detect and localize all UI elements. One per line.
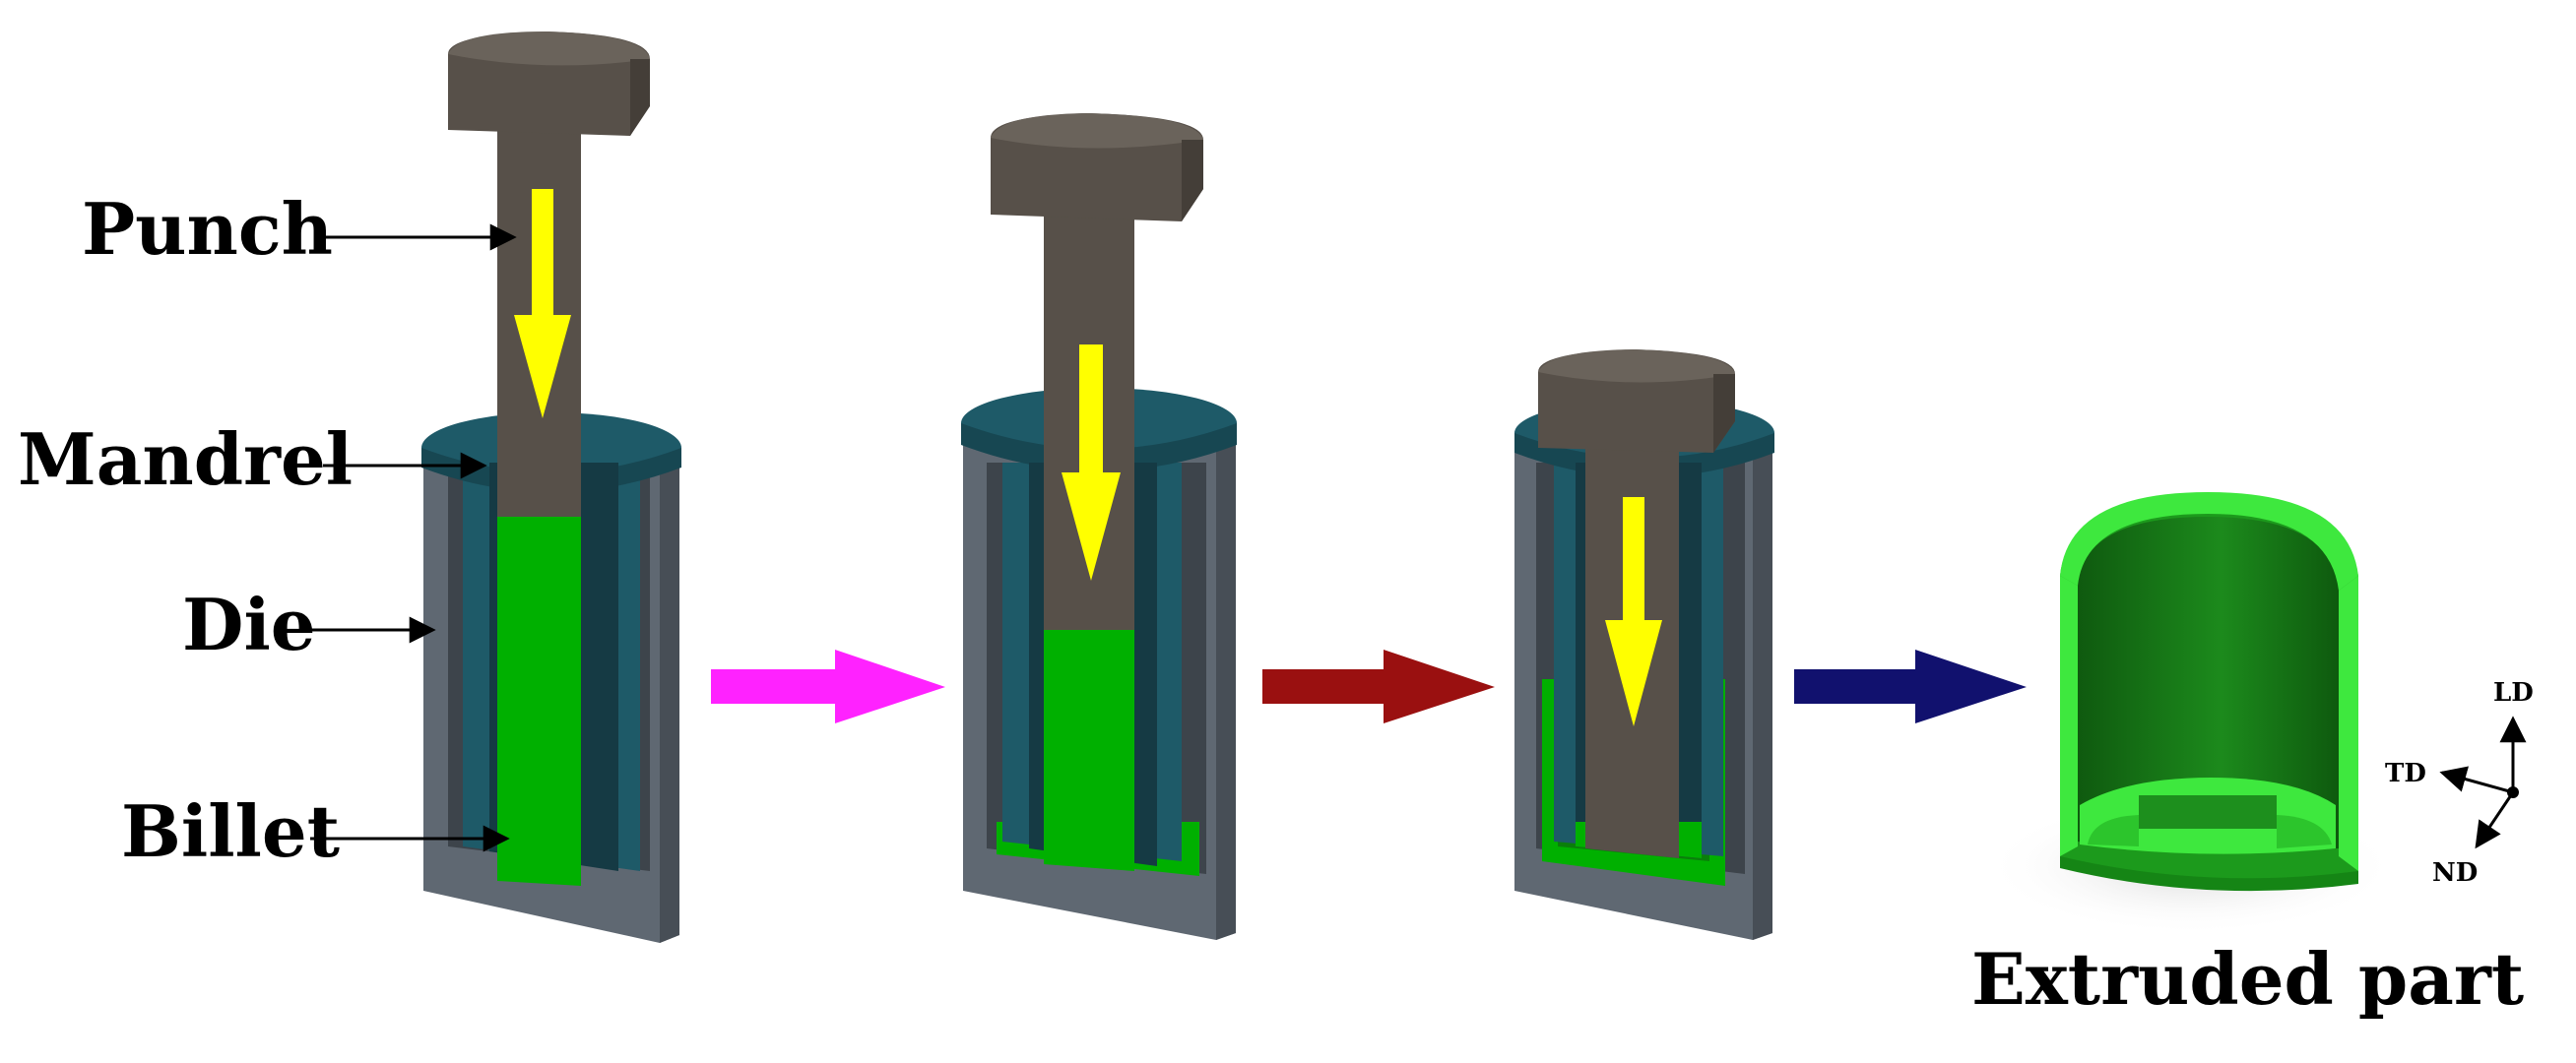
part-bottom-cutout: [2139, 795, 2277, 829]
axis-label-nd: ND: [2432, 858, 2478, 888]
axis-label-td: TD: [2385, 759, 2426, 788]
label-punch: Punch: [82, 187, 333, 271]
coordinate-triad: LD TD ND: [2385, 678, 2534, 888]
stage-1-assembly: [421, 31, 681, 943]
punch-head-top-3: [1538, 349, 1735, 383]
die-side-face: [660, 448, 679, 943]
load-arrow-stage1: [514, 189, 571, 418]
stage-2-assembly: [961, 113, 1237, 940]
punch-head-edge-2: [1182, 140, 1203, 221]
billet-stage1: [497, 517, 581, 886]
part-inner-wall: [2078, 517, 2339, 851]
load-arrow-stage2: [1062, 344, 1121, 581]
part-cut-right: [2339, 576, 2358, 871]
stage-3-assembly: [1514, 349, 1774, 940]
label-die: Die: [182, 583, 316, 666]
axis-label-ld: LD: [2493, 678, 2534, 708]
billet-stage2: [1044, 630, 1134, 871]
axis-td: [2439, 766, 2514, 794]
label-extruded-part: Extruded part: [1971, 937, 2524, 1021]
punch-head-edge-3: [1713, 374, 1735, 453]
process-arrow-1[interactable]: [711, 650, 945, 723]
label-mandrel: Mandrel: [18, 417, 353, 501]
punch-head-top: [448, 31, 650, 66]
process-arrow-3[interactable]: [1794, 650, 2027, 723]
part-cut-left: [2060, 576, 2078, 856]
die-side-face-2: [1216, 423, 1236, 940]
extruded-part: [1984, 492, 2398, 935]
part-bottom-ring-left: [2088, 815, 2139, 846]
process-arrow-2[interactable]: [1262, 650, 1495, 723]
label-billet: Billet: [121, 789, 340, 873]
punch-head-top-2: [991, 113, 1203, 149]
punch-head-edge: [630, 59, 650, 136]
part-base-edge: [2060, 856, 2358, 892]
axis-nd: [2475, 791, 2515, 849]
load-arrow-stage3: [1605, 497, 1662, 726]
die-side-face-3: [1753, 433, 1772, 940]
part-top-rim: [2060, 492, 2358, 591]
part-bottom-ring-right: [2277, 815, 2332, 848]
mandrel-top-rim-2: [961, 423, 1237, 471]
